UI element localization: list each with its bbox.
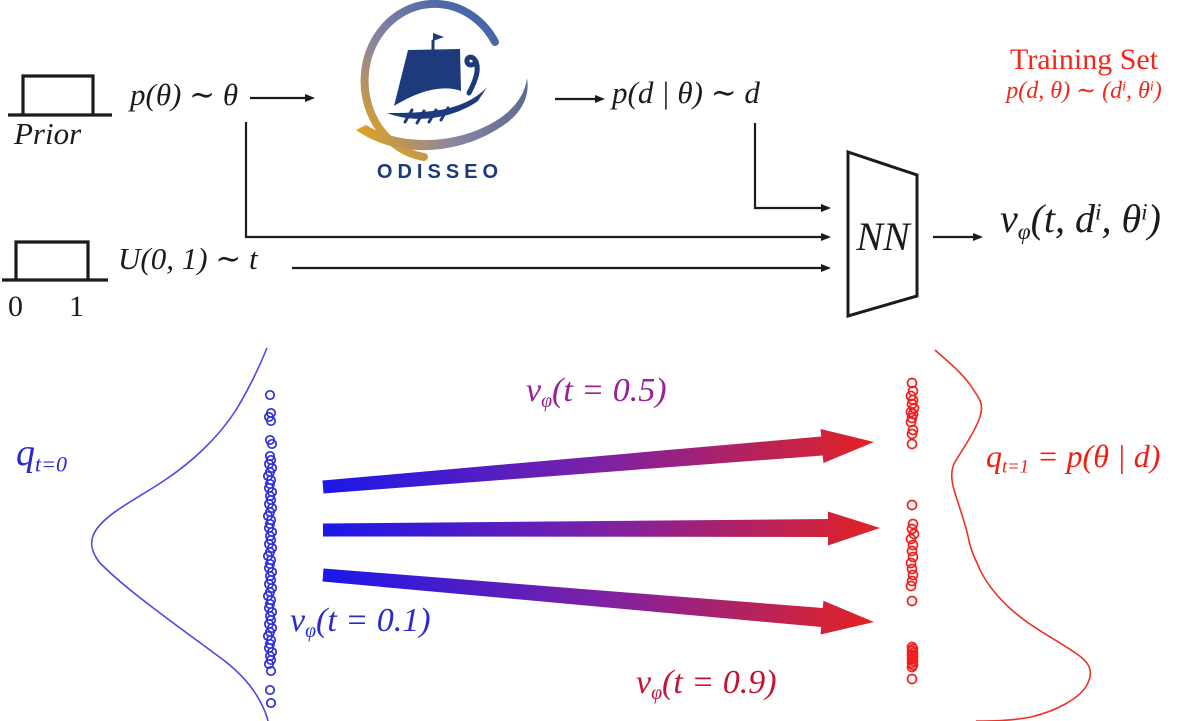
ship-stern-curl xyxy=(464,54,480,96)
red-sample-point xyxy=(907,551,919,563)
odisseo-wordmark: ODISSEO xyxy=(376,161,504,183)
prior-label: Prior xyxy=(14,116,82,151)
nn-box xyxy=(846,149,919,318)
v01-p1: v xyxy=(290,602,306,639)
uniform-tophat xyxy=(14,240,90,280)
blue-density-curve xyxy=(90,347,269,721)
red-sample-point xyxy=(905,580,917,592)
blue-samples xyxy=(262,389,278,709)
red-sample-point xyxy=(905,406,917,418)
nn-output-formula: vφ(t, di, θi) xyxy=(1000,196,1161,245)
output-p1: v xyxy=(1000,196,1018,241)
odisseo-logo xyxy=(356,0,528,161)
blue-sample-point xyxy=(265,697,277,709)
v01-p2: (t = 0.1) xyxy=(316,602,431,639)
flow-arrow-middle xyxy=(323,511,880,546)
red-sample-point xyxy=(905,533,917,545)
red-sample-point xyxy=(906,563,918,575)
training-p3: ) xyxy=(1153,77,1162,104)
ship-oar-3 xyxy=(427,108,438,124)
output-sub: φ xyxy=(1017,218,1031,245)
flow-arrow-t09 xyxy=(322,568,874,635)
connector-data-to-nn xyxy=(753,123,831,212)
uniform-tick-0: 0 xyxy=(8,290,23,323)
v05-p1: v xyxy=(526,372,542,409)
q1-p1: q xyxy=(986,438,1002,474)
red-sample-point xyxy=(906,499,918,511)
training-p1: p(d, θ) ∼ (d xyxy=(1006,77,1123,104)
red-sample-point xyxy=(907,569,919,581)
v09-p2: (t = 0.9) xyxy=(662,664,777,701)
red-sample-point xyxy=(906,438,918,450)
red-sample-point xyxy=(906,428,918,440)
output-p2: (t, d xyxy=(1030,196,1096,241)
red-sample-point xyxy=(906,377,918,389)
q0-p1: q xyxy=(16,432,35,474)
nn-label: NN xyxy=(856,214,910,259)
blue-sample-point xyxy=(263,658,275,670)
ship-pennant xyxy=(433,33,444,41)
prior-tophat xyxy=(21,74,95,115)
output-s2: i xyxy=(1141,199,1148,226)
red-sample-point xyxy=(907,518,919,530)
q1-p2: = p(θ | d) xyxy=(1028,438,1161,474)
red-sample-point xyxy=(906,595,918,607)
q0-sub: t=0 xyxy=(35,451,68,477)
v05-sub: φ xyxy=(541,389,552,412)
blue-sample-point xyxy=(264,684,276,696)
v05-p2: (t = 0.5) xyxy=(552,372,667,409)
training-s2: i xyxy=(1149,78,1154,94)
blue-sample-point xyxy=(265,415,277,427)
red-sample-point xyxy=(906,523,918,535)
red-sample-point xyxy=(906,673,918,685)
ship-oar-1 xyxy=(403,108,414,124)
red-sample-point xyxy=(906,545,918,557)
red-sample-point xyxy=(907,539,919,551)
flow-arrow-t05 xyxy=(322,429,874,494)
training-set-block: Training Set p(d, θ) ∼ (di, θi) xyxy=(972,44,1196,104)
output-s1: i xyxy=(1095,199,1102,226)
training-set-title: Training Set xyxy=(1009,43,1159,76)
v09-sub: φ xyxy=(651,681,662,704)
red-sample-point xyxy=(906,661,918,673)
likelihood-sample-formula: p(d | θ) ∼ d xyxy=(612,75,760,110)
q-t0-label: qt=0 xyxy=(16,432,68,477)
output-p3: , θ xyxy=(1101,196,1142,241)
red-density-curve xyxy=(934,349,1092,721)
training-p2: , θ xyxy=(1126,77,1150,104)
training-set-formula: p(d, θ) ∼ (di, θi) xyxy=(972,77,1196,104)
uniform-sample-formula: U(0, 1) ∼ t xyxy=(118,241,258,276)
q-t1-label: qt=1 = p(θ | d) xyxy=(986,438,1161,478)
vphi-t05-label: vφ(t = 0.5) xyxy=(526,373,667,412)
v01-sub: φ xyxy=(305,619,316,642)
v09-p1: v xyxy=(636,664,652,701)
ship-oar-4 xyxy=(439,106,450,122)
blue-sample-point xyxy=(266,438,278,450)
uniform-tick-1: 1 xyxy=(69,290,84,323)
blue-sample-point xyxy=(265,665,277,677)
blue-sample-point xyxy=(264,389,276,401)
vphi-t09-label: vφ(t = 0.9) xyxy=(636,665,777,704)
ship-hull xyxy=(387,87,487,119)
red-sample-point xyxy=(905,557,917,569)
q1-sub: t=1 xyxy=(1002,456,1029,478)
ship-oar-2 xyxy=(415,109,426,125)
prior-sample-formula: p(θ) ∼ θ xyxy=(130,77,239,112)
output-p4: ) xyxy=(1147,196,1161,241)
connector-theta-to-nn xyxy=(244,122,831,241)
logo-ship xyxy=(387,33,487,125)
red-samples xyxy=(905,377,920,685)
logo-orbit-swoosh xyxy=(356,78,528,151)
ship-sail xyxy=(394,49,461,106)
vphi-t01-label: vφ(t = 0.1) xyxy=(290,603,431,642)
training-s1: i xyxy=(1122,78,1127,94)
red-sample-point xyxy=(906,575,918,587)
